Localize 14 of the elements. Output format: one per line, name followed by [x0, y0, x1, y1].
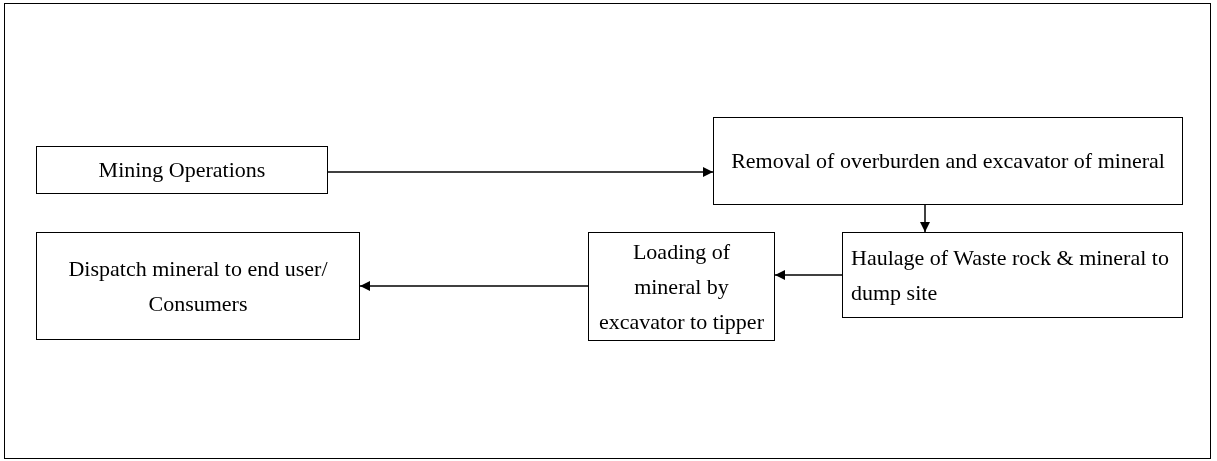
box-label: Removal of overburden and excavator of mineral [731, 147, 1165, 176]
process-box [36, 232, 360, 340]
arrow [774, 270, 843, 280]
box-label: Mining Operations [98, 156, 266, 185]
box-label: Dispatch mineral to end user/ Consumers [67, 254, 329, 318]
arrow [920, 204, 930, 233]
process-box [842, 232, 1183, 318]
box-label: Loading of mineral by excavator to tipper [598, 237, 765, 337]
process-box [588, 232, 775, 341]
arrow [327, 167, 714, 177]
arrow [359, 281, 589, 291]
box-label: Haulage of Waste rock & mineral to dump site [851, 243, 1170, 307]
process-box [713, 117, 1183, 205]
process-box [36, 146, 328, 194]
